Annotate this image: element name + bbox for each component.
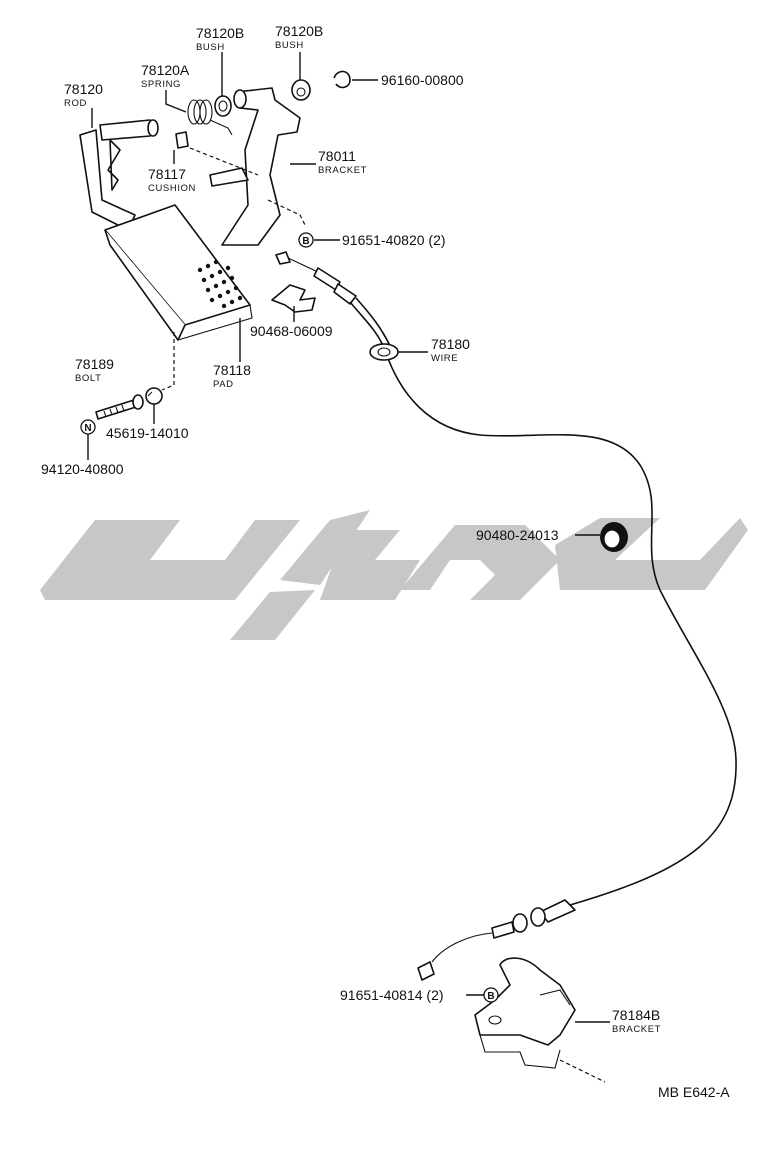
label-78120a-number: 78120A: [141, 62, 190, 78]
label-78120b-2-number: 78120B: [275, 23, 323, 39]
label-91651-40820: 91651-40820 (2): [342, 232, 446, 248]
label-78184b-name: BRACKET: [612, 1024, 661, 1035]
wire-end-upper: [275, 251, 357, 305]
badge-n: N: [80, 419, 96, 435]
label-78117-name: CUSHION: [148, 183, 196, 194]
cable-sheath-upper: [355, 297, 393, 351]
svg-text:N: N: [84, 423, 91, 434]
cushion-part: [175, 131, 189, 149]
label-78011-number: 78011: [318, 148, 356, 164]
label-78180-number: 78180: [431, 336, 470, 352]
label-78120-number: 78120: [64, 81, 103, 97]
label-78118-name: PAD: [213, 379, 234, 390]
watermark-logo: [40, 510, 748, 640]
label-78120-name: ROD: [64, 98, 87, 109]
label-78120b-1-number: 78120B: [196, 25, 244, 41]
pad-bolt-guide: [161, 332, 175, 391]
bush-part-1: [214, 95, 232, 117]
label-90480: 90480-24013: [476, 527, 559, 543]
bracket-78011-part: [209, 87, 301, 246]
grommet-part-90480: [600, 522, 628, 552]
label-91651-40814: 91651-40814 (2): [340, 987, 444, 1003]
clip-part-96160: [333, 70, 351, 89]
accelerator-cable: [349, 301, 737, 906]
leader-78120a: [165, 90, 187, 113]
label-78120b-2-name: BUSH: [275, 40, 304, 51]
pedal-pad-part: [104, 204, 253, 341]
bolt-part-78189: [95, 394, 144, 420]
label-78011-name: BRACKET: [318, 165, 367, 176]
cushion-guide: [189, 147, 259, 176]
label-90468: 90468-06009: [250, 323, 333, 339]
label-78117-number: 78117: [148, 166, 186, 182]
pedal-rod-part: [79, 119, 159, 231]
badge-b-lower: B: [483, 987, 499, 1003]
label-45619: 45619-14010: [106, 425, 189, 441]
wire-end-lower: [417, 899, 576, 981]
label-78180-name: WIRE: [431, 353, 458, 364]
spring-part: [187, 99, 233, 136]
label-78184b-number: 78184B: [612, 1007, 660, 1023]
diagram-code: MB E642-A: [658, 1084, 730, 1100]
label-78189-name: BOLT: [75, 373, 102, 384]
badge-b-upper: B: [298, 232, 314, 248]
label-78120b-1-name: BUSH: [196, 42, 225, 53]
svg-text:B: B: [487, 991, 494, 1002]
clip-part-90468: [271, 284, 316, 313]
bracket-bolt-guide: [267, 199, 306, 226]
bush-part-2: [291, 79, 311, 101]
svg-text:B: B: [302, 236, 309, 247]
label-96160: 96160-00800: [381, 72, 464, 88]
washer-part-45619: [145, 387, 163, 405]
bracket-78184b-part: [474, 957, 606, 1083]
wire-grommet: [369, 343, 399, 361]
label-94120: 94120-40800: [41, 461, 124, 477]
label-78120a-name: SPRING: [141, 79, 181, 90]
label-78118-number: 78118: [213, 362, 251, 378]
label-78189-number: 78189: [75, 356, 114, 372]
